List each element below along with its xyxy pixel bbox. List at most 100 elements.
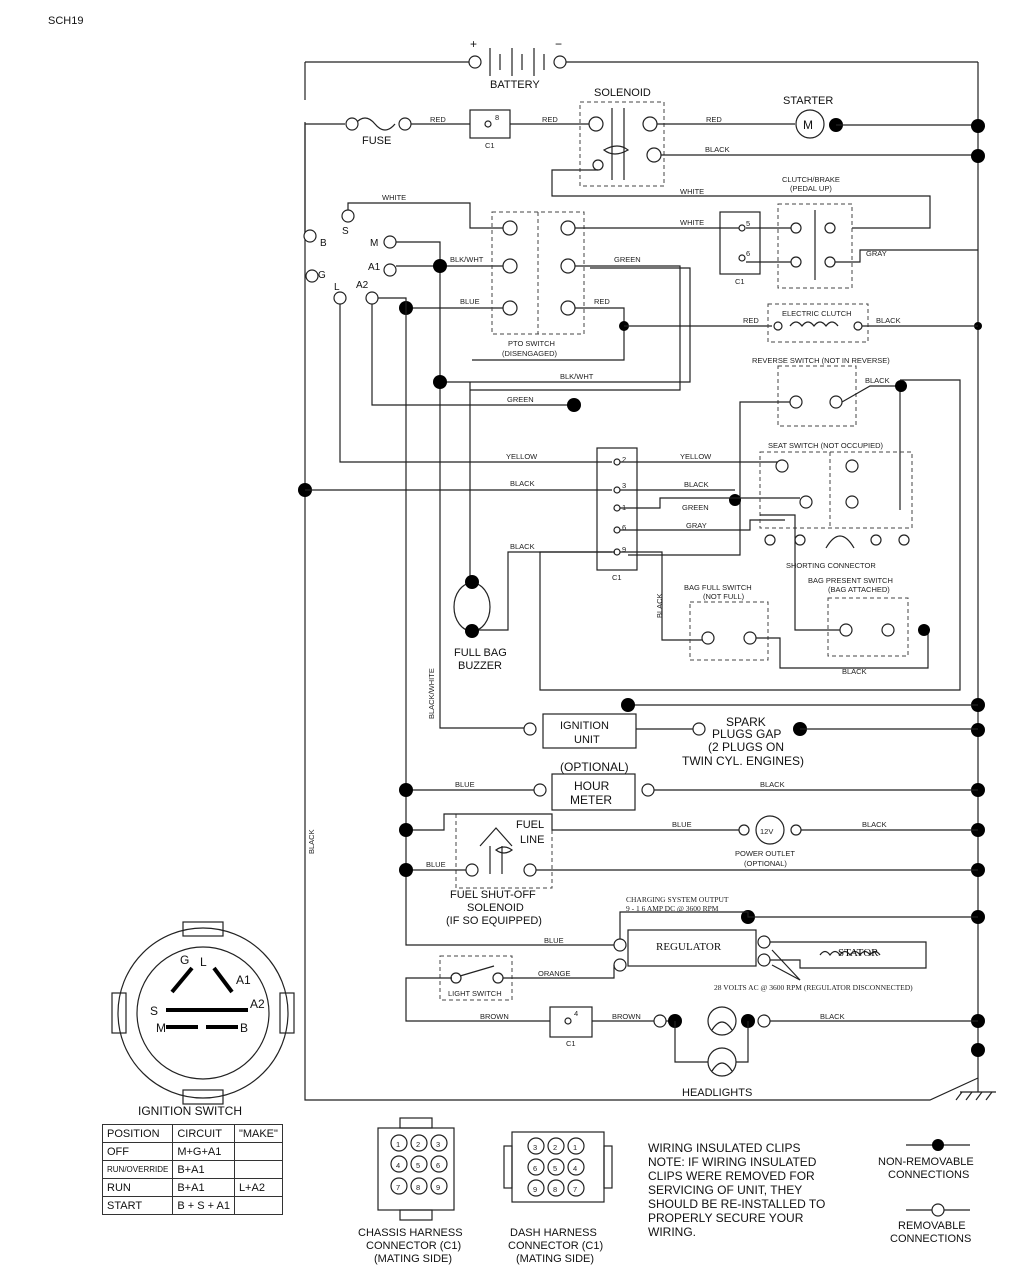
ch-pin-9: 9 [436,1183,440,1192]
wire-blue-outlet: BLUE [672,820,692,829]
main-harness: WHITE BLK/WHT BLUE GREEN YELLOW BLACK BL… [305,193,691,946]
buzzer-label-1: FULL BAG [454,647,507,659]
hour-meter-label-1: HOUR [574,779,610,793]
wire-red-fuse: RED [430,115,446,124]
ign-face-s: S [150,1004,158,1018]
ignition-switch-table: POSITION CIRCUIT "MAKE" OFF M+G+A1 RUN/O… [101,1124,283,1215]
starter-motor-symbol: M [803,118,813,132]
ign-b: B [320,238,327,249]
bag-present-label-1: BAG PRESENT SWITCH [808,576,893,585]
seat-switch: SEAT SWITCH (NOT OCCUPIED) SHORTING CONN… [759,441,913,570]
dh-pin-e: 5 [553,1164,557,1173]
ch-pin-8: 8 [416,1183,420,1192]
dh-pin-a: 3 [533,1143,537,1152]
wire-white-ign: WHITE [382,193,406,202]
td-circuit: B + S + A1 [172,1196,235,1215]
headlights: 4 C1 BROWN BLACK HEADLIGHTS [549,1006,978,1099]
td-make [233,1160,283,1179]
dh-pin-d: 6 [533,1164,537,1173]
td-position: RUN/OVERRIDE [101,1160,174,1179]
ign-m: M [370,238,378,249]
wire-black-lights: BLACK [820,1012,845,1021]
ch-pin-1: 1 [396,1140,400,1149]
c1-clutch-label: C1 [735,277,745,286]
td-circuit: B+A1 [172,1178,235,1197]
regulator-label: REGULATOR [656,941,722,953]
wire-red-sol: RED [542,115,558,124]
c1-fuse-label: C1 [485,141,495,150]
wire-black-reverse: BLACK [865,376,890,385]
bag-present-label-2: (BAG ATTACHED) [828,585,890,594]
pto-label-2: (DISENGAGED) [502,349,558,358]
wire-yellow-left: YELLOW [506,452,538,461]
stator-note: 28 VOLTS AC @ 3600 RPM (REGULATOR DISCON… [714,983,913,992]
note-line-6: PROPERLY SECURE YOUR [648,1211,804,1225]
wire-black-hour: BLACK [760,780,785,789]
dash-label-3: (MATING SIDE) [516,1253,594,1265]
note-line-2: NOTE: IF WIRING INSULATED [648,1155,817,1169]
headlights-label: HEADLIGHTS [682,1087,752,1099]
c1-main-connector: 2 3 1 6 9 C1 YELLOW BLACK GREEN GRAY BLA… [476,379,961,691]
bag-full-switch: BAG FULL SWITCH (NOT FULL) BLACK [684,583,929,676]
dash-label-1: DASH HARNESS [510,1227,597,1239]
th-position: POSITION [101,1124,174,1143]
regulator: REGULATOR CHARGING SYSTEM OUTPUT 9 - 1 6… [544,895,978,992]
wire-blue-reg: BLUE [544,936,564,945]
hour-meter: (OPTIONAL) HOUR METER BLUE BLACK [399,760,978,811]
ign-face-b: B [240,1021,248,1035]
light-switch-label: LIGHT SWITCH [448,989,502,998]
th-make: "MAKE" [233,1124,283,1143]
td-position: RUN [101,1178,174,1197]
bag-full-label-2: (NOT FULL) [703,592,745,601]
ch-pin-3: 3 [436,1140,440,1149]
ign-s: S [342,226,349,237]
outlet-label-1: POWER OUTLET [735,849,795,858]
wire-blkwht-mid: BLK/WHT [560,372,594,381]
wire-red-starter: RED [706,115,722,124]
wire-green-seat: GREEN [682,503,709,512]
outlet-12v: 12V [760,827,773,836]
wire-gray-clutch: GRAY [866,249,887,258]
fuel-solenoid: FUEL LINE FUEL SHUT-OFF SOLENOID (IF SO … [399,813,978,927]
wire-blue-hour: BLUE [455,780,475,789]
fuel-line-1: FUEL [516,819,544,831]
ground-icon [955,1078,996,1101]
ign-face-m: M [156,1021,166,1035]
solenoid: SOLENOID RED BLACK WHITE [551,87,978,229]
ign-face-g: G [180,953,189,967]
clips-note: WIRING INSULATED CLIPS NOTE: IF WIRING I… [648,1141,825,1239]
c1-pin-2: 2 [622,455,626,464]
fuel-line-2: LINE [520,834,544,846]
bag-present-switch: BAG PRESENT SWITCH (BAG ATTACHED) [760,514,930,657]
battery-label: BATTERY [490,79,540,91]
full-bag-buzzer: FULL BAG BUZZER [453,575,507,672]
ch-pin-7: 7 [396,1183,400,1192]
table-row: OFF M+G+A1 [101,1142,283,1161]
page-code: SCH19 [48,15,83,27]
ign-g: G [318,270,326,281]
legend: NON-REMOVABLE CONNECTIONS REMOVABLE CONN… [878,1139,974,1245]
legend-nonremovable-1: NON-REMOVABLE [878,1156,974,1168]
wire-green-mid: GREEN [507,395,534,404]
c1-main-label: C1 [612,573,622,582]
wire-gray-seat: GRAY [686,521,707,530]
wire-black-sol: BLACK [705,145,730,154]
wire-red-clutch: RED [743,316,759,325]
battery-plus: + [470,37,477,51]
dh-pin-h: 8 [553,1185,557,1194]
c1-pin-4: 4 [574,1009,578,1018]
clutch-brake-switch: 5 6 C1 CLUTCH/BRAKE (PEDAL UP) GRAY [719,175,978,289]
td-position: START [101,1196,174,1215]
reverse-switch: REVERSE SWITCH (NOT IN REVERSE) BLACK [628,356,907,556]
wire-white-c1: WHITE [680,218,704,227]
ign-a1: A1 [368,262,381,273]
bag-full-label-1: BAG FULL SWITCH [684,583,752,592]
clutch-label-1: CLUTCH/BRAKE [782,175,840,184]
ignition-switch-face: G L A1 A2 S M B IGNITION SWITCH [111,921,295,1118]
spark-3: (2 PLUGS ON [708,740,784,754]
wire-black-vert: BLACK [307,829,316,854]
outlet-label-2: (OPTIONAL) [744,859,787,868]
note-line-5: SHOULD BE RE-INSTALLED TO [648,1197,825,1211]
chassis-label-1: CHASSIS HARNESS [358,1227,463,1239]
wire-black-c1: BLACK [510,542,535,551]
